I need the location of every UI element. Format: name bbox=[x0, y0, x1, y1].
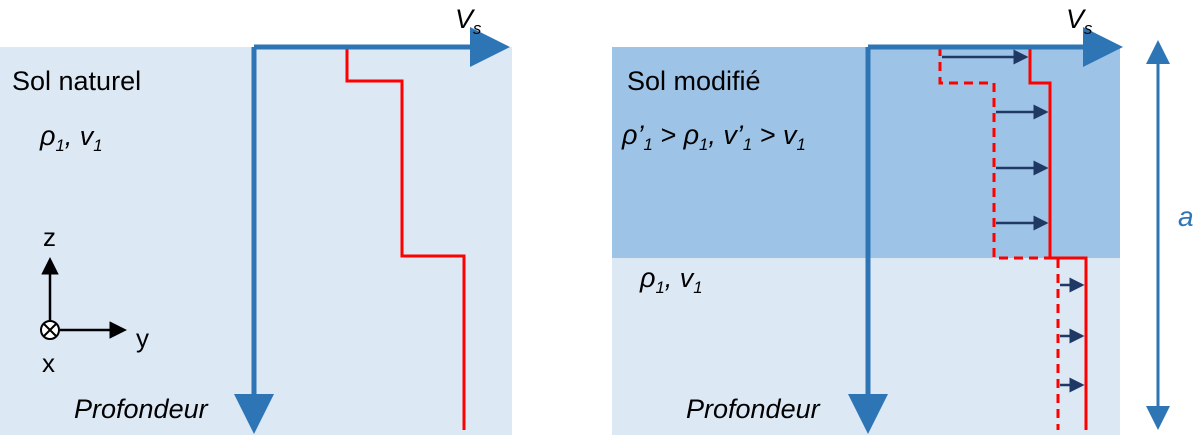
velocity-increase-arrows bbox=[942, 49, 1085, 393]
vs-profile-modified bbox=[1028, 47, 1088, 430]
vs-profile-original-dashed bbox=[938, 47, 1060, 430]
vs-profile-natural bbox=[345, 47, 466, 430]
depth-label: Profondeur bbox=[74, 394, 209, 424]
left-panel: Vs Sol naturel ρ1, v1 Profondeur z y x bbox=[0, 4, 512, 435]
soil-properties: ρ1, v1 bbox=[39, 121, 103, 155]
x-label: x bbox=[42, 348, 55, 378]
dimension-label: a bbox=[1178, 201, 1194, 232]
depth-label: Profondeur bbox=[686, 394, 821, 424]
vs-axis-label: Vs bbox=[455, 4, 482, 38]
right-panel: Vs Sol modifié ρ’1 > ρ1, v’1 > v1 ρ1, v1… bbox=[612, 4, 1194, 435]
z-label: z bbox=[43, 222, 56, 252]
modified-soil-properties: ρ’1 > ρ1, v’1 > v1 bbox=[621, 120, 806, 154]
y-label: y bbox=[136, 323, 149, 353]
vs-axis-label: Vs bbox=[1066, 4, 1093, 38]
coordinate-system: z y x bbox=[40, 222, 149, 378]
base-soil-properties: ρ1, v1 bbox=[639, 263, 703, 297]
soil-title: Sol modifié bbox=[627, 66, 761, 96]
soil-title: Sol naturel bbox=[12, 66, 141, 96]
